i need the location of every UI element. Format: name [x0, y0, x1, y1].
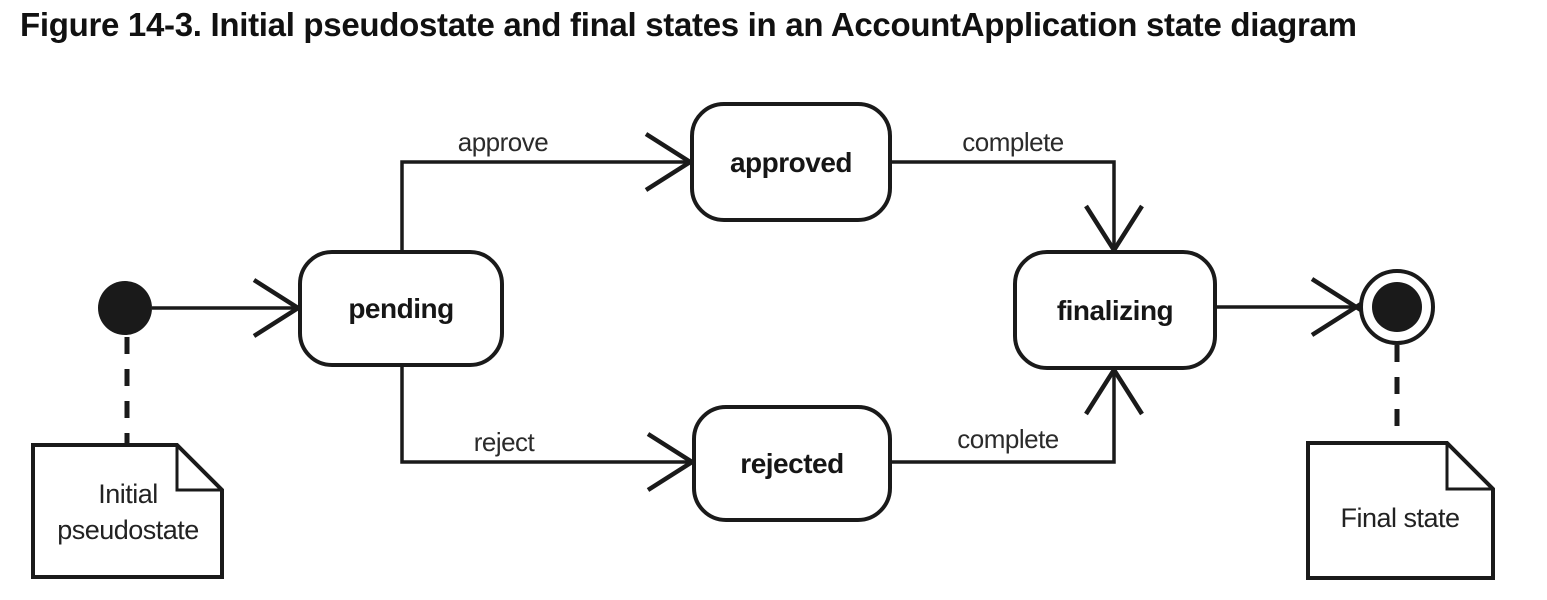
- transition-label: complete: [957, 424, 1059, 454]
- note-text-line1: Initial: [98, 479, 158, 509]
- figure-title: Figure 14-3. Initial pseudostate and fin…: [20, 6, 1357, 43]
- transition-complete-bottom: complete: [890, 360, 1144, 464]
- initial-pseudostate-icon: [98, 281, 152, 335]
- state-pending: pending: [298, 250, 504, 367]
- transition-finalizing-to-final: [1215, 277, 1366, 337]
- note-text-line2: pseudostate: [57, 515, 199, 545]
- transition-line: [400, 160, 690, 252]
- transition-label: approve: [458, 127, 548, 157]
- transition-line: [890, 160, 1116, 250]
- transition-line: [890, 370, 1116, 464]
- arrowhead-right-icon: [644, 132, 700, 192]
- state-approved: approved: [690, 102, 892, 222]
- arrowhead-up-icon: [1084, 360, 1144, 416]
- state-label: approved: [730, 147, 852, 178]
- state-rejected: rejected: [692, 405, 892, 522]
- transition-label: reject: [474, 427, 536, 457]
- state-label: finalizing: [1057, 295, 1173, 326]
- transition-label: complete: [962, 127, 1064, 157]
- state-label: rejected: [740, 448, 843, 479]
- state-finalizing: finalizing: [1013, 250, 1217, 370]
- note-fold-icon: [175, 445, 222, 492]
- transition-approve: approve: [400, 127, 700, 252]
- note-final-state: Final state: [1306, 441, 1495, 580]
- final-state-inner-dot: [1372, 282, 1422, 332]
- note-shape: [31, 443, 224, 579]
- arrowhead-right-icon: [646, 432, 702, 492]
- note-text-line1: Final state: [1340, 503, 1459, 533]
- arrowhead-right-icon: [252, 278, 308, 338]
- transition-initial-to-pending: [152, 278, 308, 338]
- transition-reject: reject: [400, 365, 702, 492]
- arrowhead-right-icon: [1310, 277, 1366, 337]
- arrowhead-down-icon: [1084, 204, 1144, 260]
- note-fold-icon: [1445, 443, 1493, 491]
- transition-line: [400, 365, 692, 464]
- transition-complete-top: complete: [890, 127, 1144, 260]
- note-initial-pseudostate: Initial pseudostate: [31, 443, 224, 579]
- state-label: pending: [348, 293, 453, 324]
- state-box: [1013, 250, 1217, 370]
- final-state-icon: [1359, 269, 1435, 345]
